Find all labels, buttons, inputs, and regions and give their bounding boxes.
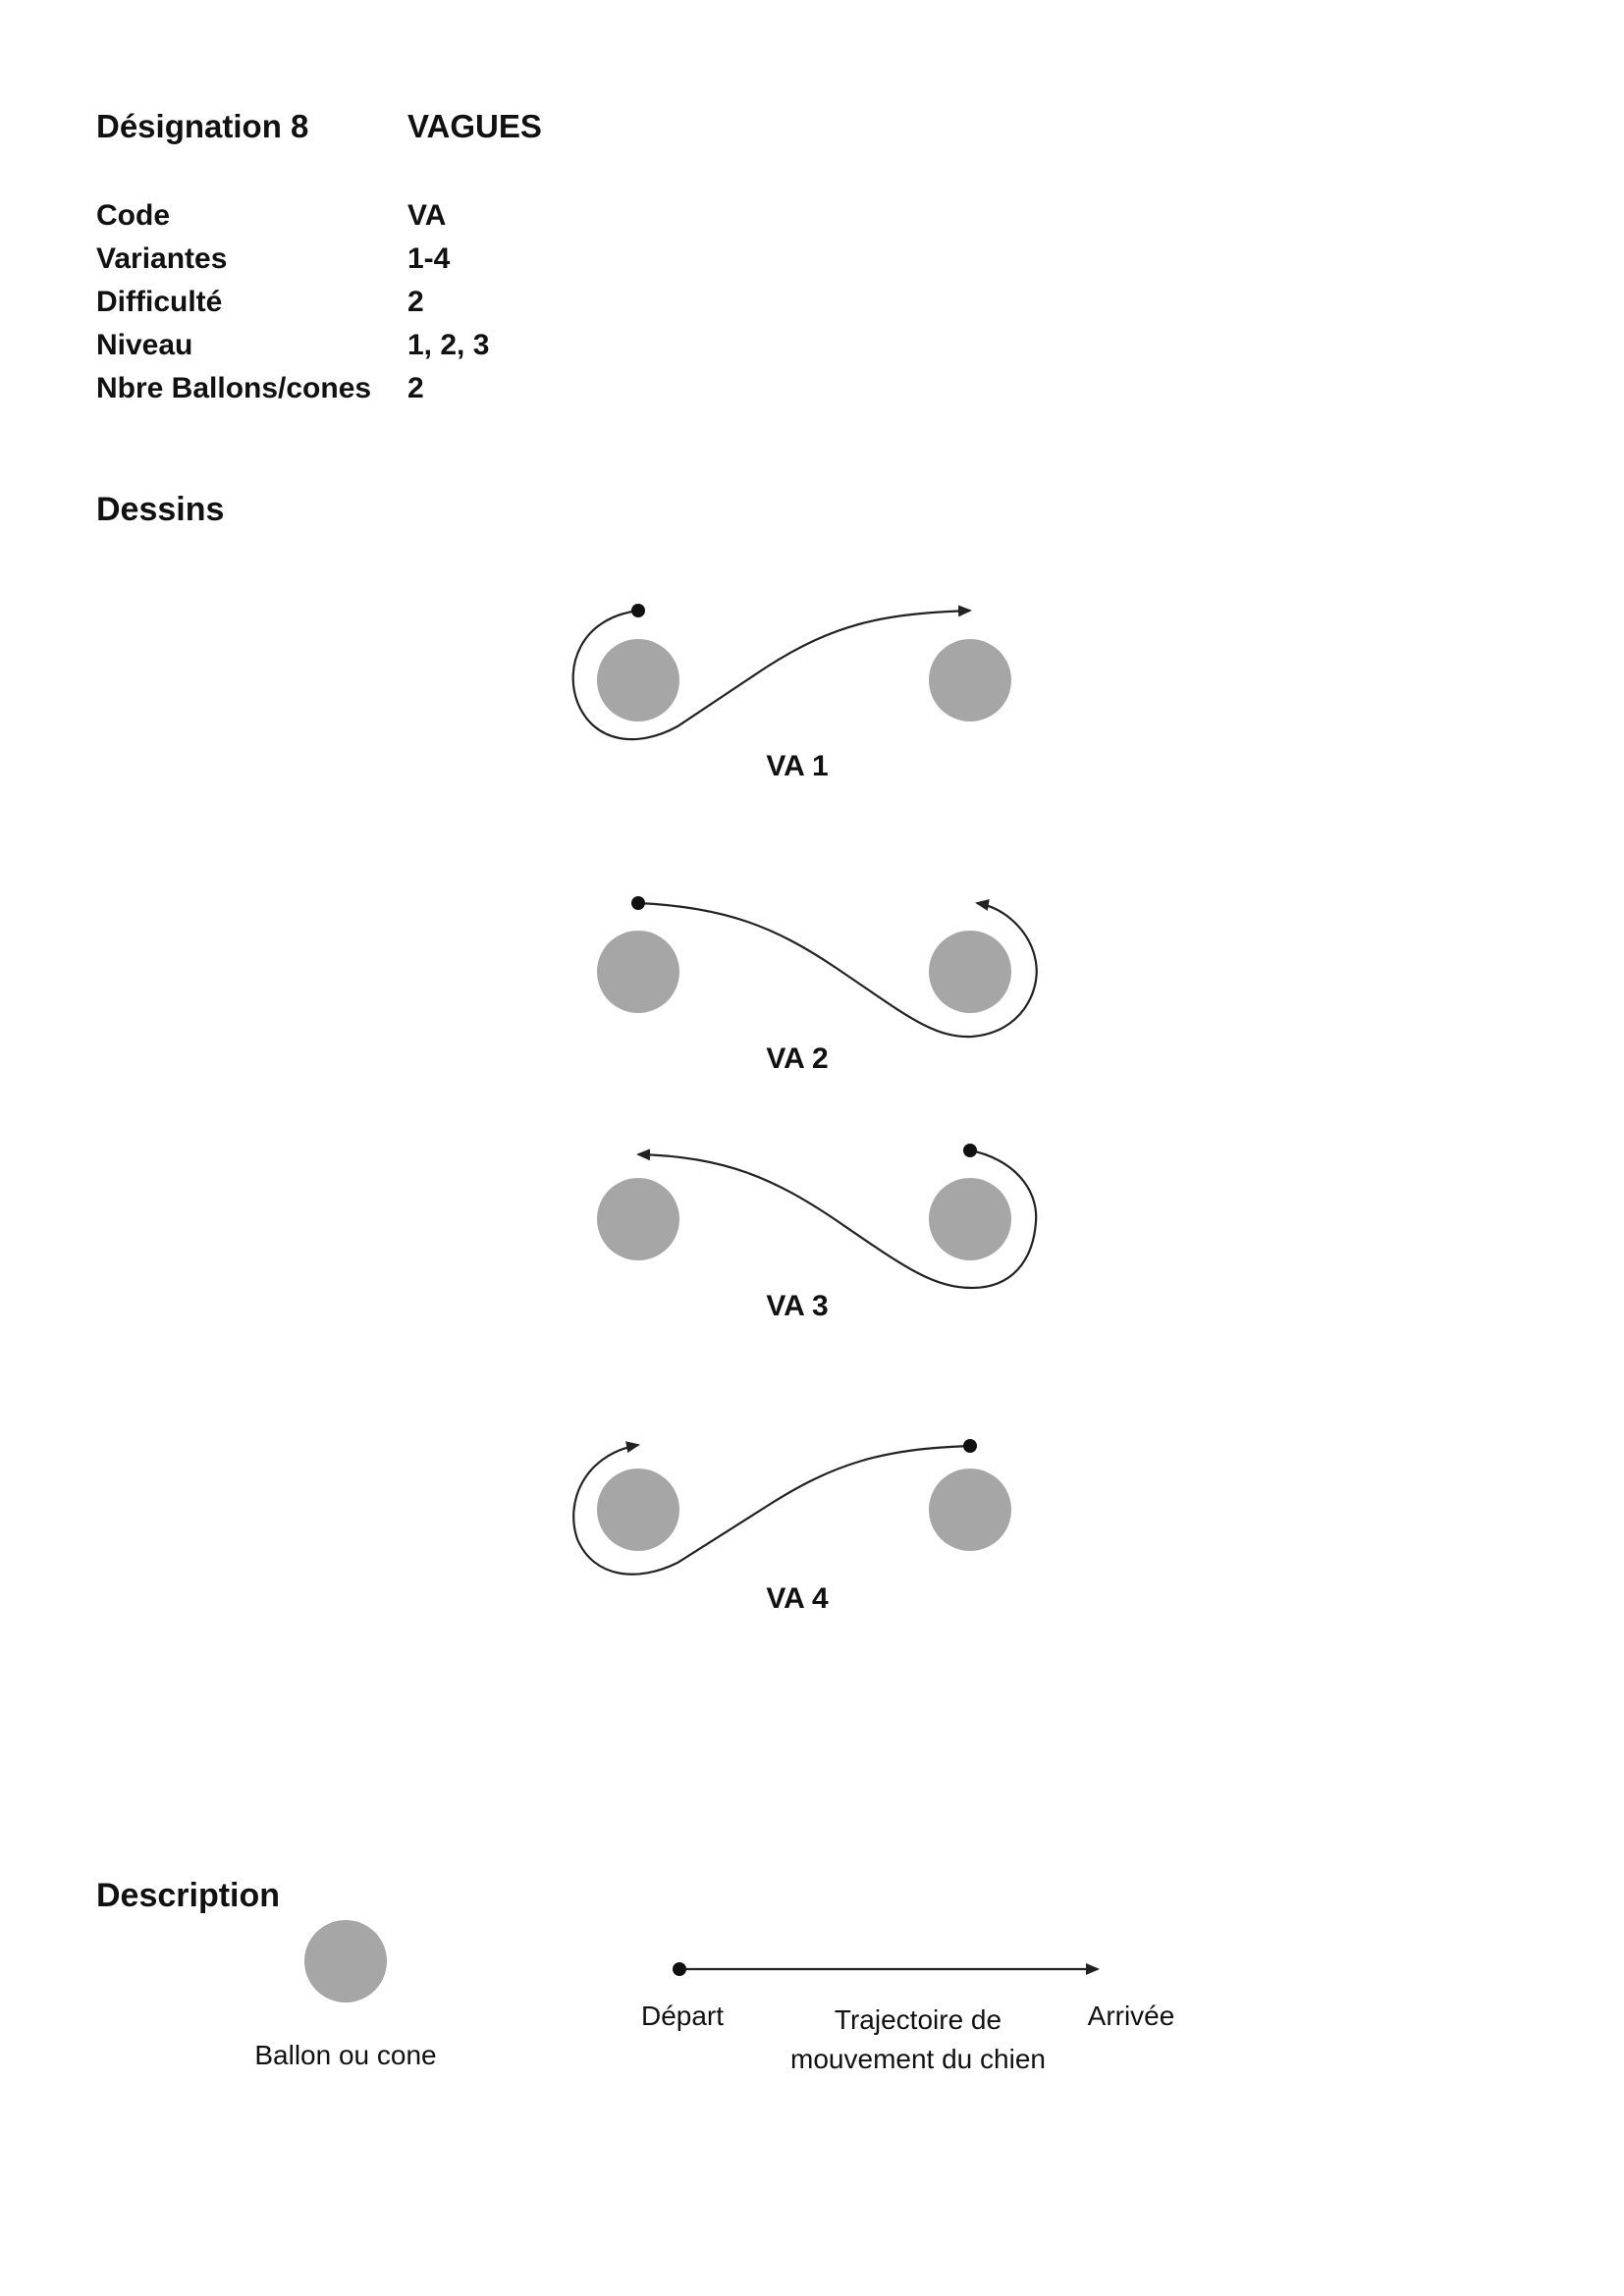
field-value-code: VA	[407, 199, 447, 232]
legend	[304, 1920, 1100, 2002]
diagram-va2	[597, 896, 1038, 1039]
legend-end-label: Arrivée	[1087, 2001, 1175, 2031]
legend-path-label-line2: mouvement du chien	[790, 2044, 1046, 2074]
trajectory-path	[636, 1148, 1038, 1290]
description-title: Description	[96, 1877, 281, 1914]
legend-path-label-line1: Trajectoire de	[834, 2004, 1002, 2035]
ball-icon	[929, 1178, 1011, 1260]
ball-icon	[929, 639, 1011, 721]
ball-icon	[597, 639, 679, 721]
field-label-nbre-ballons: Nbre Ballons/cones	[96, 372, 372, 404]
diagram-va1	[571, 604, 1011, 741]
designation-label: Désignation 8	[96, 108, 309, 144]
field-value-niveau: 1, 2, 3	[407, 329, 490, 361]
ball-icon	[929, 1468, 1011, 1551]
trajectory-path	[637, 899, 1038, 1039]
start-dot-icon	[631, 896, 645, 910]
designation-value: VAGUES	[407, 108, 542, 144]
field-value-variantes: 1-4	[407, 242, 451, 275]
trajectory-path	[572, 1441, 971, 1575]
trajectory-path	[571, 605, 972, 741]
legend-ball-icon	[304, 1920, 387, 2002]
start-dot-icon	[963, 1439, 977, 1453]
diagram-label-va1: VA 1	[766, 750, 829, 782]
start-dot-icon	[963, 1144, 977, 1157]
field-labels: Code Variantes Difficulté Niveau Nbre Ba…	[96, 194, 371, 410]
start-dot-icon	[631, 604, 645, 617]
field-label-difficulte: Difficulté	[96, 286, 223, 318]
legend-path-label: Trajectoire de mouvement du chien	[756, 2001, 1080, 2079]
legend-ball-label: Ballon ou cone	[254, 2040, 437, 2070]
legend-start-label: Départ	[640, 2001, 725, 2031]
diagram-va3	[597, 1144, 1038, 1290]
ball-icon	[597, 1468, 679, 1551]
field-values: VA 1-4 2 1, 2, 3 2	[407, 194, 489, 410]
field-label-variantes: Variantes	[96, 242, 228, 275]
diagram-label-va2: VA 2	[766, 1042, 829, 1075]
field-label-code: Code	[96, 199, 170, 232]
ball-icon	[597, 1178, 679, 1260]
diagram-label-va3: VA 3	[766, 1290, 829, 1322]
field-value-difficulte: 2	[407, 286, 424, 318]
ball-icon	[597, 931, 679, 1013]
legend-start-dot-icon	[673, 1962, 686, 1976]
field-value-nbre-ballons: 2	[407, 372, 424, 404]
diagram-label-va4: VA 4	[766, 1582, 829, 1615]
diagram-va4	[572, 1439, 1011, 1575]
ball-icon	[929, 931, 1011, 1013]
field-label-niveau: Niveau	[96, 329, 193, 361]
drawings-title: Dessins	[96, 491, 225, 528]
